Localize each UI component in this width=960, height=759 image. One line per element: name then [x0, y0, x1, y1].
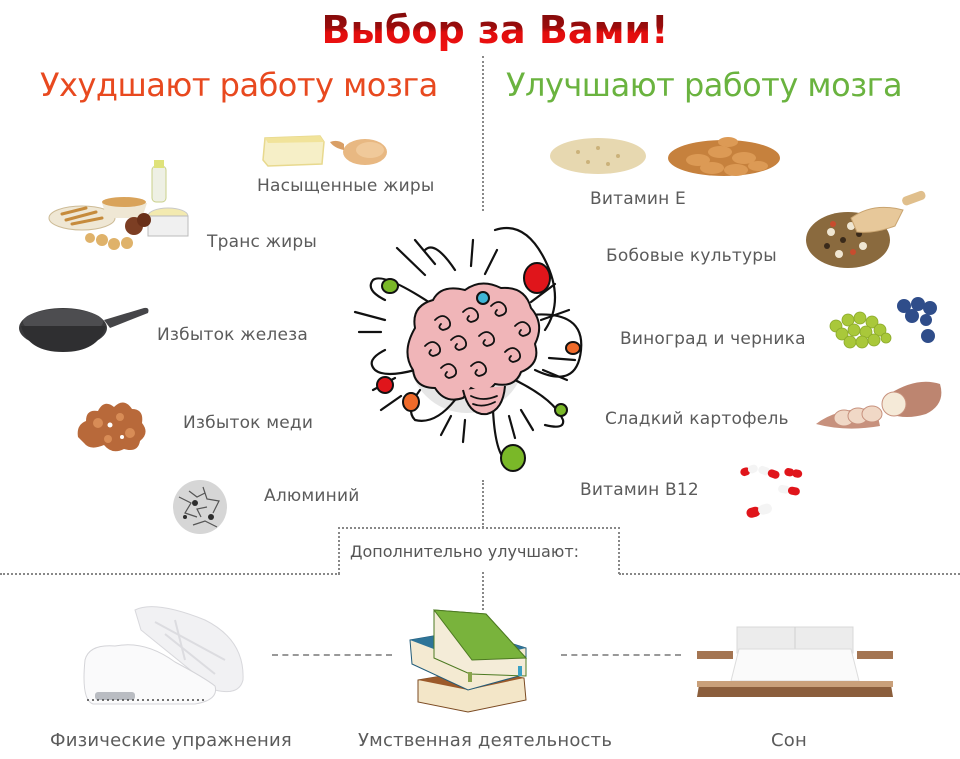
- seeds-and-almonds-icon: [550, 137, 780, 176]
- bed-icon: [697, 626, 893, 697]
- vertical-divider-top: [482, 56, 484, 211]
- horizontal-divider-right: [619, 573, 960, 575]
- additional-item-label: Физические упражнения: [50, 730, 292, 751]
- page-title: Выбор за Вами!: [0, 8, 960, 52]
- improve-heading: Улучшают работу мозга: [506, 66, 903, 104]
- sweet-potato-icon: [816, 381, 942, 429]
- improve-item-label: Сладкий картофель: [605, 409, 789, 429]
- improve-item-label: Витамин B12: [580, 480, 699, 500]
- additional-heading: Дополнительно улучшают:: [350, 542, 580, 561]
- improve-item-label: Бобовые культуры: [606, 246, 777, 266]
- worsen-heading: Ухудшают работу мозга: [40, 66, 438, 104]
- improve-item-label: Витамин E: [590, 189, 686, 209]
- worsen-item-label: Транс жиры: [207, 232, 318, 252]
- grapes-and-blueberries-icon: [829, 297, 937, 349]
- worsen-item-label: Избыток меди: [183, 413, 314, 433]
- connector-2: [561, 654, 681, 656]
- legumes-with-scoop-icon: [806, 190, 926, 268]
- cheese-and-chicken-leg-icon: [262, 135, 387, 167]
- worsen-item-label: Избыток железа: [157, 325, 308, 345]
- additional-item-label: Умственная деятельность: [358, 730, 613, 751]
- connector-1: [272, 654, 392, 656]
- copper-nugget-icon: [77, 402, 146, 452]
- additional-heading-box: [338, 527, 620, 574]
- horizontal-divider-left: [0, 573, 340, 575]
- aluminum-foil-ball-icon: [173, 480, 227, 534]
- worsen-item-label: Алюминий: [264, 486, 360, 506]
- brain-with-orbits-icon: [353, 226, 583, 472]
- cast-iron-skillet-icon: [19, 307, 149, 352]
- worsen-item-label: Насыщенные жиры: [257, 176, 435, 196]
- capsules-icon: [740, 464, 803, 518]
- improve-item-label: Виноград и черника: [620, 329, 806, 349]
- sneakers-icon: [83, 606, 244, 705]
- books-stack-icon: [409, 609, 528, 713]
- vertical-divider-middle: [482, 480, 484, 528]
- snack-foods-and-margarine-icon: [48, 160, 189, 250]
- vertical-divider-bottom: [482, 572, 484, 610]
- additional-item-label: Сон: [771, 730, 807, 751]
